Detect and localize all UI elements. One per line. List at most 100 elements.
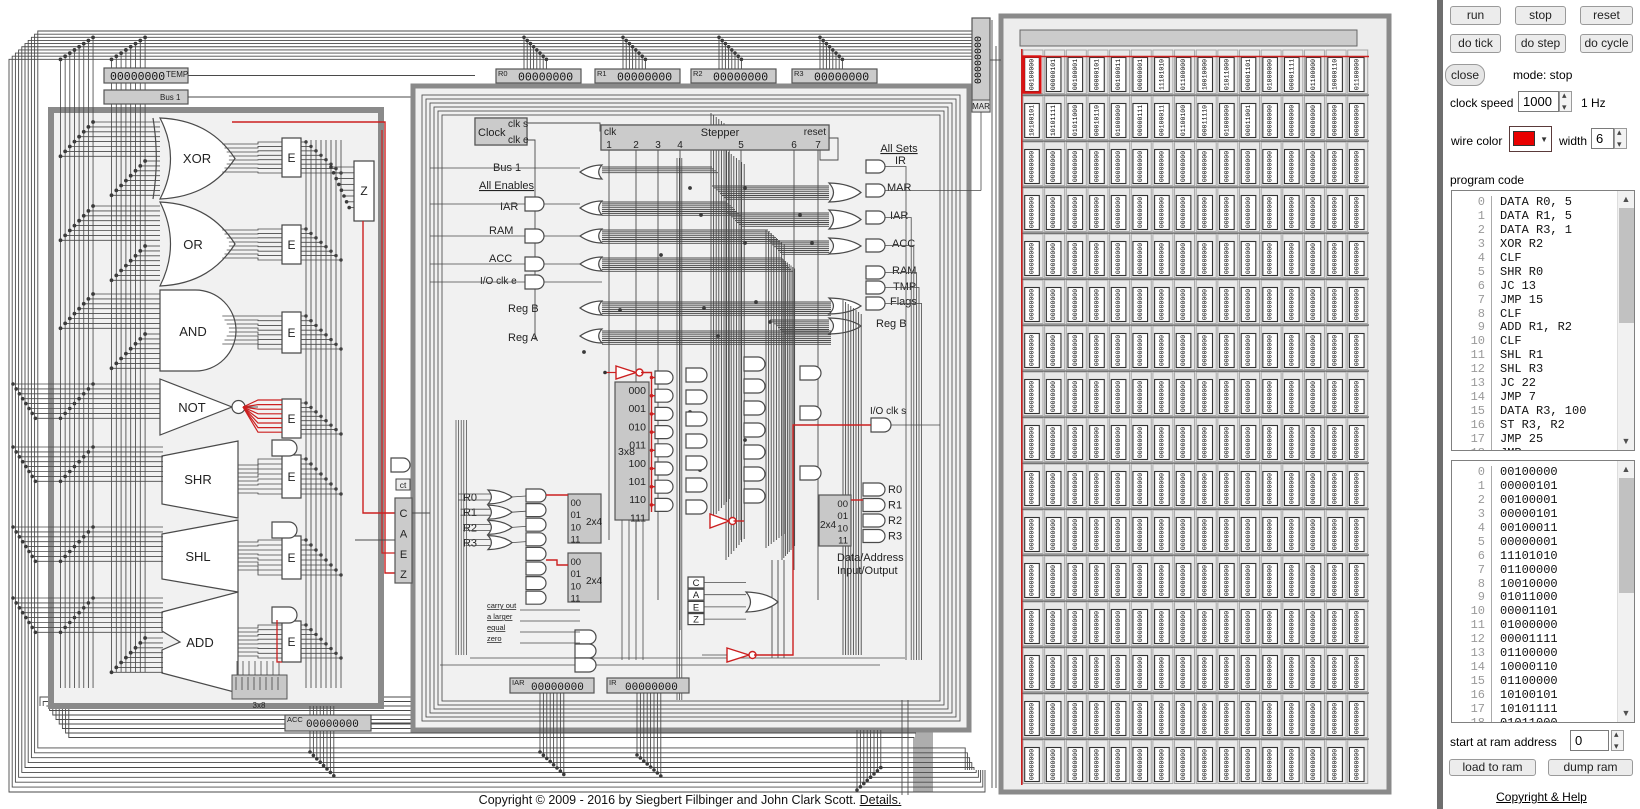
svg-text:00000000: 00000000 [1288,427,1295,458]
svg-text:00000000: 00000000 [1158,289,1165,320]
svg-text:00000000: 00000000 [1158,151,1165,182]
svg-text:00000000: 00000000 [1115,381,1122,412]
svg-text:R0: R0 [498,69,508,78]
svg-text:00000000: 00000000 [1332,427,1339,458]
svg-text:00000000: 00000000 [1353,427,1360,458]
svg-text:R1: R1 [463,507,477,519]
svg-text:3x8: 3x8 [253,701,266,710]
svg-text:00000000: 00000000 [1332,565,1339,596]
svg-text:00000000: 00000000 [1288,473,1295,504]
svg-text:E: E [287,470,295,484]
svg-text:00100001: 00100001 [1072,59,1079,90]
svg-text:00000000: 00000000 [1353,151,1360,182]
svg-text:E: E [287,151,295,165]
svg-text:00000000: 00000000 [1137,427,1144,458]
svg-text:00000000: 00000000 [1029,749,1036,780]
svg-text:C: C [400,508,408,520]
svg-text:00000000: 00000000 [1115,519,1122,550]
svg-text:00000000: 00000000 [1353,335,1360,366]
svg-text:10: 10 [571,522,582,533]
svg-text:00000000: 00000000 [1267,381,1274,412]
svg-text:01100000: 01100000 [1353,59,1360,90]
svg-text:00000000: 00000000 [1093,565,1100,596]
svg-text:7: 7 [815,140,821,151]
svg-text:00000000: 00000000 [531,682,584,694]
svg-text:11: 11 [838,536,848,547]
svg-text:01100000: 01100000 [1310,59,1317,90]
svg-text:01: 01 [571,569,582,580]
svg-text:00000000: 00000000 [1332,703,1339,734]
svg-text:10100101: 10100101 [1029,105,1036,136]
svg-text:00000101: 00000101 [1050,59,1057,90]
svg-text:Reg B: Reg B [508,303,539,315]
svg-text:00000000: 00000000 [1245,197,1252,228]
svg-text:00000000: 00000000 [1180,289,1187,320]
svg-text:00000000: 00000000 [1332,335,1339,366]
svg-text:E: E [287,551,295,565]
svg-text:00000000: 00000000 [974,36,985,84]
svg-text:00000000: 00000000 [625,682,678,694]
svg-text:00: 00 [837,499,848,510]
svg-text:00000000: 00000000 [1245,749,1252,780]
svg-text:00000000: 00000000 [1245,289,1252,320]
svg-text:a larger: a larger [487,612,513,621]
svg-text:00000000: 00000000 [1223,611,1230,642]
svg-text:00000000: 00000000 [1332,151,1339,182]
svg-text:00000000: 00000000 [1050,335,1057,366]
svg-text:00000000: 00000000 [1180,657,1187,688]
svg-text:00000000: 00000000 [1180,519,1187,550]
svg-text:10000110: 10000110 [1332,59,1339,90]
svg-text:IR: IR [609,678,617,687]
svg-text:00000000: 00000000 [1245,473,1252,504]
svg-text:00000000: 00000000 [1158,381,1165,412]
svg-text:00000000: 00000000 [1158,197,1165,228]
svg-text:011: 011 [629,440,646,452]
svg-text:00000000: 00000000 [1050,243,1057,274]
svg-text:00000000: 00000000 [1137,657,1144,688]
svg-text:Stepper: Stepper [701,127,740,139]
svg-text:Flags: Flags [890,296,917,308]
svg-text:R2: R2 [888,515,902,527]
svg-text:00000000: 00000000 [1310,611,1317,642]
svg-text:E: E [287,238,295,252]
svg-text:00000000: 00000000 [1245,243,1252,274]
svg-text:00000000: 00000000 [1267,427,1274,458]
svg-text:OR: OR [183,237,203,252]
svg-text:01011000: 01011000 [1072,105,1079,136]
svg-text:00000000: 00000000 [1353,611,1360,642]
svg-text:01011000: 01011000 [1223,59,1230,90]
svg-text:XOR: XOR [183,151,211,166]
svg-text:00000000: 00000000 [1202,335,1209,366]
svg-text:00000000: 00000000 [1310,197,1317,228]
svg-text:00000000: 00000000 [1158,565,1165,596]
svg-text:E: E [287,635,295,649]
svg-text:00000000: 00000000 [1158,427,1165,458]
svg-text:00000000: 00000000 [1050,427,1057,458]
svg-text:00000000: 00000000 [1353,657,1360,688]
svg-text:00000000: 00000000 [1050,289,1057,320]
svg-text:00000000: 00000000 [617,72,672,85]
svg-text:00000000: 00000000 [1310,289,1317,320]
svg-text:01000000: 01000000 [1115,105,1122,136]
svg-text:00000000: 00000000 [1353,289,1360,320]
svg-text:R0: R0 [463,492,477,504]
svg-text:Data/Address: Data/Address [837,552,904,564]
svg-text:00000000: 00000000 [1267,657,1274,688]
svg-text:00000000: 00000000 [1310,519,1317,550]
svg-text:AND: AND [179,324,206,339]
svg-text:00000000: 00000000 [1180,749,1187,780]
svg-text:00000000: 00000000 [1158,611,1165,642]
svg-text:R2: R2 [463,522,477,534]
svg-text:00001101: 00001101 [1245,59,1252,90]
svg-text:00000000: 00000000 [1310,105,1317,136]
svg-text:00100011: 00100011 [1115,59,1122,90]
svg-text:00011110: 00011110 [1202,105,1209,136]
svg-text:00000000: 00000000 [1245,427,1252,458]
svg-text:00000000: 00000000 [1267,611,1274,642]
svg-text:A: A [693,590,700,601]
svg-text:00000000: 00000000 [110,71,165,84]
svg-text:R1: R1 [888,500,902,512]
svg-text:MAR: MAR [887,182,912,194]
svg-text:111: 111 [630,512,646,524]
svg-text:00000000: 00000000 [1072,657,1079,688]
